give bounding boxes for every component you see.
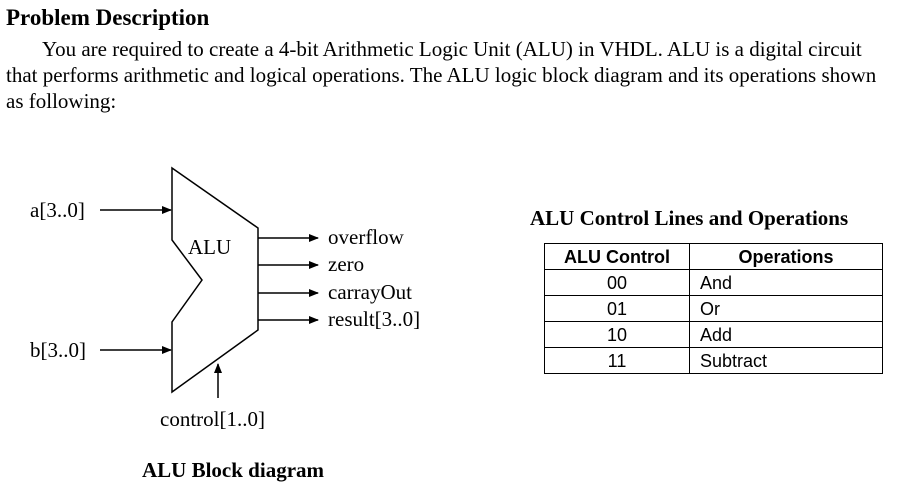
control-code-cell: 10 [544, 321, 690, 348]
output-carryout-label: carrayOut [328, 280, 412, 304]
output-result-label: result[3..0] [328, 307, 420, 331]
paragraph-text: You are required to create a 4-bit Arith… [6, 37, 877, 113]
table-row: 01 Or [544, 295, 883, 322]
control-code-cell: 11 [544, 347, 690, 374]
control-label: control[1..0] [160, 407, 265, 431]
table-row: 11 Subtract [544, 347, 883, 374]
alu-block-label: ALU [188, 235, 231, 259]
control-code-cell: 00 [544, 269, 690, 296]
section-heading: Problem Description [6, 5, 210, 30]
header-alu-control: ALU Control [544, 243, 690, 270]
operation-cell: Add [689, 321, 883, 348]
input-b-label: b[3..0] [30, 338, 86, 362]
control-code-cell: 01 [544, 295, 690, 322]
problem-paragraph: You are required to create a 4-bit Arith… [6, 36, 886, 114]
table-title: ALU Control Lines and Operations [530, 206, 849, 230]
output-overflow-label: overflow [328, 225, 405, 249]
alu-operations-table: ALU Control Operations 00 And 01 Or 10 A… [544, 243, 883, 374]
table-row: 10 Add [544, 321, 883, 348]
header-operations: Operations [689, 243, 883, 270]
input-a-label: a[3..0] [30, 198, 85, 222]
output-zero-label: zero [328, 252, 364, 276]
diagram-caption: ALU Block diagram [142, 458, 325, 482]
operation-cell: And [689, 269, 883, 296]
operation-cell: Or [689, 295, 883, 322]
alu-block-shape [171, 166, 259, 394]
alu-block-diagram: ALU a[3..0] b[3..0] control[1..0] overfl… [30, 166, 420, 431]
table-header-row: ALU Control Operations [544, 243, 883, 270]
table-row: 00 And [544, 269, 883, 296]
operation-cell: Subtract [689, 347, 883, 374]
